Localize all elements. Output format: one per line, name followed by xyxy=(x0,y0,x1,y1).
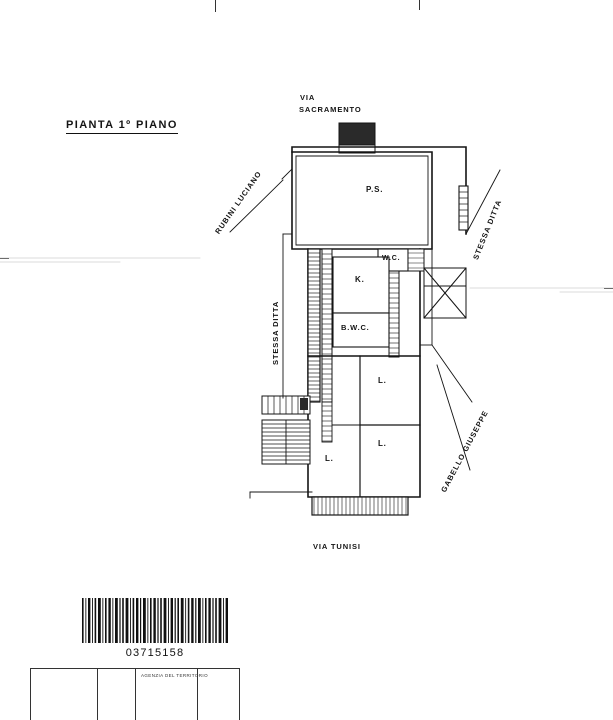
note-stessa-ditta-left: STESSA DITTA xyxy=(271,300,280,365)
stamp-divider-3 xyxy=(197,669,198,720)
bottom-stamp-box: AGENZIA DEL TERRITORIO xyxy=(30,668,240,720)
stamp-divider-1 xyxy=(97,669,98,720)
edge-mark-right xyxy=(604,288,613,289)
barcode: 03715158 xyxy=(80,598,230,668)
barcode-number: 03715158 xyxy=(125,647,185,659)
edge-mark-top xyxy=(215,0,216,12)
room-l-upper: L. xyxy=(378,376,387,385)
street-via-sacramento-line2: SACRAMENTO xyxy=(299,105,362,114)
stamp-divider-2 xyxy=(135,669,136,720)
edge-mark-left xyxy=(0,258,9,259)
street-via-tunisi: VIA TUNISI xyxy=(313,542,361,551)
edge-mark-top-right xyxy=(419,0,420,10)
room-l-lower: L. xyxy=(325,454,334,463)
street-via-sacramento-line1: VIA xyxy=(300,93,316,102)
page-title: PIANTA 1º PIANO xyxy=(66,119,178,134)
room-wc: W.C. xyxy=(382,255,401,262)
room-k: K. xyxy=(355,275,365,284)
barcode-bars xyxy=(80,598,230,643)
room-ps: P.S. xyxy=(366,185,384,194)
room-l-middle: L. xyxy=(378,439,387,448)
stamp-note: AGENZIA DEL TERRITORIO xyxy=(141,673,208,678)
room-bwc: B.W.C. xyxy=(341,323,370,332)
